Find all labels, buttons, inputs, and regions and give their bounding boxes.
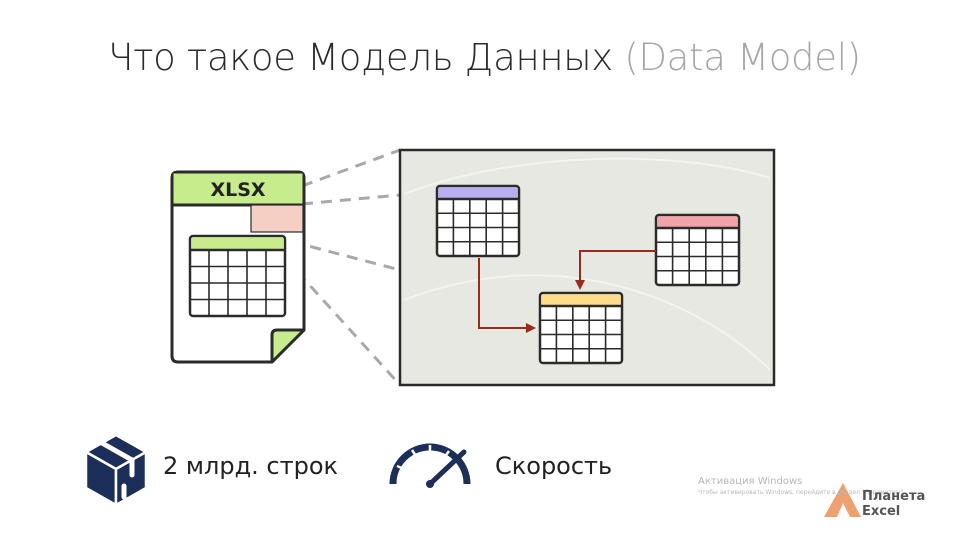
brand-name: Планета Excel: [862, 489, 925, 519]
table-red: [654, 213, 741, 287]
sheet-tab: [250, 204, 304, 233]
box-icon: [84, 433, 148, 507]
speedometer-icon: [389, 443, 471, 488]
table-yellow: [538, 291, 624, 365]
relation-arrow-right: [575, 250, 656, 290]
brand-line-1: Планета: [862, 489, 926, 504]
box-icon-detail: [99, 440, 135, 500]
title-main: Что такое Модель Данных: [108, 36, 613, 79]
page-title: Что такое Модель Данных (Data Model): [108, 36, 948, 79]
brand-line-2: Excel: [862, 504, 901, 519]
windows-activation-watermark: Активация Windows Чтобы активировать Win…: [698, 476, 905, 496]
planeta-excel-logo-icon: [824, 483, 861, 517]
relation-arrow-left: [478, 258, 536, 333]
file-format-label: XLSX: [210, 179, 265, 201]
speed-label: Скорость: [495, 452, 613, 480]
title-subtitle: (Data Model): [624, 36, 861, 79]
table-in-file: [188, 234, 287, 318]
watermark-line-1: Активация Windows: [698, 476, 803, 487]
rows-capacity-label: 2 млрд. строк: [163, 452, 339, 480]
table-purple: [435, 184, 521, 258]
watermark-line-2: Чтобы активировать Windows, перейдите в …: [698, 489, 906, 496]
